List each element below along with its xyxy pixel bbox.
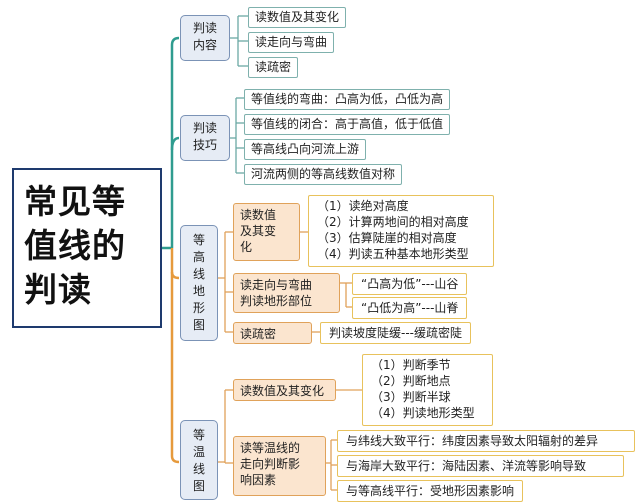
section-label-char: 地: [192, 284, 205, 298]
section-label-line: 判读: [192, 21, 217, 35]
sec3-sub-direction: 读走向与弯曲 判读地形部位: [233, 273, 340, 313]
section-reading-content: 判读 内容: [180, 15, 230, 61]
list-item: （2）计算两地间的相对高度: [317, 215, 469, 229]
section-reading-skills: 判读 技巧: [180, 115, 230, 161]
root-title-box: 常见等 值线的 判读: [12, 168, 162, 328]
sec2-item-4: 河流两侧的等高线数值对称: [244, 164, 403, 185]
section-label-char: 等: [192, 428, 205, 442]
sec3-sub-read-values: 读数值 及其变 化: [233, 203, 300, 261]
sub-label-line: 响因素: [240, 473, 277, 487]
sec2-item-2: 等值线的闭合：高于高值，低于低值: [244, 114, 451, 135]
sec1-item-1: 读数值及其变化: [248, 7, 347, 28]
list-item: （1）判断季节: [371, 358, 451, 372]
sec4-sub2-item-terrain: 与等高线平行：受地形因素影响: [337, 480, 524, 502]
sec4-sub2-item-coast: 与海岸大致平行：海陆因素、洋流等影响导致: [337, 455, 624, 477]
sec4-sub-direction: 读等温线的 走向判断影 响因素: [233, 436, 326, 496]
list-item: （1）读绝对高度: [317, 199, 409, 213]
section-contour-map: 等 高 线 地 形 图: [180, 225, 218, 341]
root-title-line-2: 值线的: [24, 226, 126, 265]
section-label-line: 内容: [192, 38, 217, 52]
list-item: （4）判读地形类型: [371, 406, 475, 420]
section-label-char: 等: [192, 233, 205, 247]
section-label-char: 线: [192, 462, 205, 476]
section-label-line: 技巧: [192, 138, 217, 152]
sec3-sub2-item-valley: “凸高为低”---山谷: [352, 273, 468, 295]
sub-label-line: 读数值: [240, 208, 277, 222]
section-label-char: 图: [192, 479, 205, 493]
section-label-char: 形: [192, 301, 205, 315]
section-label-char: 线: [192, 267, 205, 281]
root-title-line-3: 判读: [24, 270, 92, 309]
sec3-sub3-item: 判读坡度陡缓---缓疏密陡: [320, 322, 471, 344]
list-item: （4）判读五种基本地形类型: [317, 247, 469, 261]
sec4-sub-read-values: 读数值及其变化: [233, 379, 336, 401]
sub-label-line: 读走向与弯曲: [240, 278, 313, 292]
sub-label-line: 走向判断影: [240, 457, 301, 471]
sec4-sub1-items: （1）判断季节 （2）判断地点 （3）判断半球 （4）判读地形类型: [362, 354, 493, 426]
sec3-sub2-item-ridge: “凸低为高”---山脊: [352, 297, 468, 319]
sub-label-line: 及其变: [240, 224, 277, 238]
list-item: （3）估算陡崖的相对高度: [317, 231, 457, 245]
list-item: （2）判断地点: [371, 374, 451, 388]
sec1-item-3: 读疏密: [248, 57, 299, 78]
sec3-sub-density: 读疏密: [233, 322, 312, 344]
section-label-char: 图: [192, 318, 205, 332]
list-item: （3）判断半球: [371, 390, 451, 404]
section-label-line: 判读: [192, 121, 217, 135]
sec3-sub1-items: （1）读绝对高度 （2）计算两地间的相对高度 （3）估算陡崖的相对高度 （4）判…: [308, 195, 494, 267]
sub-label-line: 化: [240, 240, 253, 254]
section-isotherm-map: 等 温 线 图: [180, 420, 218, 500]
sub-label-line: 读等温线的: [240, 441, 301, 455]
sec2-item-3: 等高线凸向河流上游: [244, 139, 367, 160]
root-title-line-1: 常见等: [24, 182, 126, 221]
sub-label-line: 判读地形部位: [240, 294, 313, 308]
section-label-char: 高: [192, 250, 205, 264]
sec1-item-2: 读走向与弯曲: [248, 32, 335, 53]
sec4-sub2-item-latitude: 与纬线大致平行：纬度因素导致太阳辐射的差异: [337, 430, 635, 452]
section-label-char: 温: [192, 445, 205, 459]
sec2-item-1: 等值线的弯曲：凸高为低，凸低为高: [244, 89, 451, 110]
